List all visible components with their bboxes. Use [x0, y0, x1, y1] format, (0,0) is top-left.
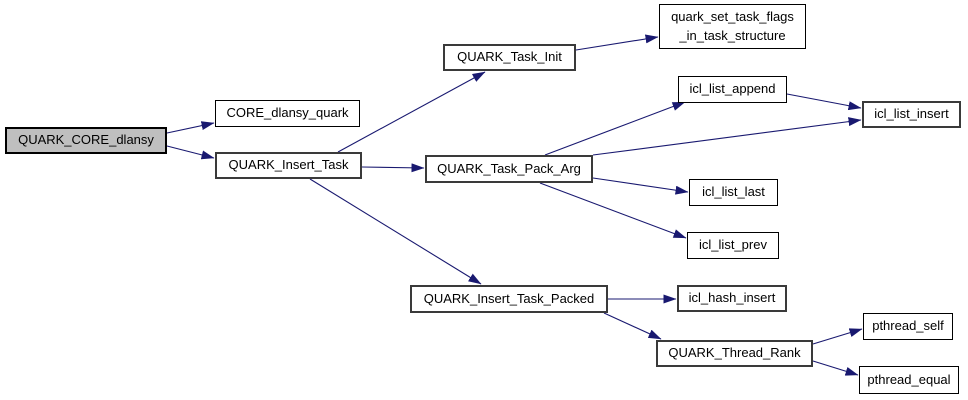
node-label: QUARK_Task_Pack_Arg [437, 160, 581, 176]
node-label: pthread_equal [867, 371, 951, 387]
call-edge-quark_insert_task-to-quark_task_pack_arg [361, 163, 425, 173]
node-label: QUARK_Insert_Task_Packed [423, 290, 595, 306]
node-label: icl_list_insert [874, 106, 949, 122]
call-edge-quark_core_dlansy-to-quark_insert_task [166, 145, 215, 160]
node-label: pthread_self [872, 318, 944, 334]
node-quark_insert_task[interactable]: QUARK_Insert_Task [215, 152, 362, 179]
call-edge-quark_thread_rank-to-pthread_self [812, 328, 863, 345]
node-label: icl_list_last [702, 184, 765, 200]
call-edge-quark_task_pack_arg-to-icl_list_insert [592, 117, 862, 156]
call-edge-quark_insert_task-to-quark_task_init [337, 71, 486, 153]
call-edge-quark_task_pack_arg-to-icl_list_prev [539, 182, 687, 239]
node-label: QUARK_Thread_Rank [668, 345, 801, 361]
node-label: QUARK_Insert_Task [228, 157, 349, 173]
call-edge-quark_task_init-to-quark_set_task_flags_in_task_structure [575, 34, 659, 51]
node-label: CORE_dlansy_quark [226, 105, 349, 121]
node-label: QUARK_CORE_dlansy [18, 132, 154, 148]
node-quark_thread_rank[interactable]: QUARK_Thread_Rank [656, 340, 813, 367]
node-pthread_equal[interactable]: pthread_equal [859, 366, 959, 394]
call-edge-quark_task_pack_arg-to-icl_list_last [592, 177, 689, 195]
call-edge-quark_core_dlansy-to-core_dlansy_quark [166, 121, 215, 134]
node-label-line: quark_set_task_flags [671, 9, 794, 25]
node-label: QUARK_Task_Init [457, 49, 562, 65]
node-icl_list_prev[interactable]: icl_list_prev [687, 232, 779, 259]
node-core_dlansy_quark[interactable]: CORE_dlansy_quark [215, 100, 360, 127]
node-icl_hash_insert[interactable]: icl_hash_insert [677, 285, 787, 312]
node-label: icl_hash_insert [688, 290, 776, 306]
node-icl_list_append[interactable]: icl_list_append [678, 76, 787, 103]
node-label: icl_list_prev [699, 237, 767, 253]
call-edge-quark_insert_task-to-quark_insert_task_packed [309, 178, 482, 285]
node-quark_insert_task_packed[interactable]: QUARK_Insert_Task_Packed [410, 285, 608, 313]
call-edge-quark_thread_rank-to-pthread_equal [812, 360, 859, 376]
node-quark_task_pack_arg[interactable]: QUARK_Task_Pack_Arg [425, 155, 593, 183]
node-label-line: _in_task_structure [679, 27, 786, 43]
node-quark_set_task_flags_in_task_structure[interactable]: quark_set_task_flags _in_task_structure [659, 4, 806, 49]
call-edge-quark_insert_task_packed-to-quark_thread_rank [603, 312, 662, 340]
call-edge-icl_list_append-to-icl_list_insert [786, 93, 862, 111]
node-pthread_self[interactable]: pthread_self [863, 313, 953, 340]
call-edge-quark_task_pack_arg-to-icl_list_append [544, 101, 686, 156]
node-label: icl_list_append [689, 81, 776, 97]
node-quark_task_init[interactable]: QUARK_Task_Init [443, 44, 576, 71]
node-icl_list_last[interactable]: icl_list_last [689, 179, 778, 206]
node-quark_core_dlansy: QUARK_CORE_dlansy [5, 127, 167, 154]
node-icl_list_insert[interactable]: icl_list_insert [862, 101, 961, 128]
